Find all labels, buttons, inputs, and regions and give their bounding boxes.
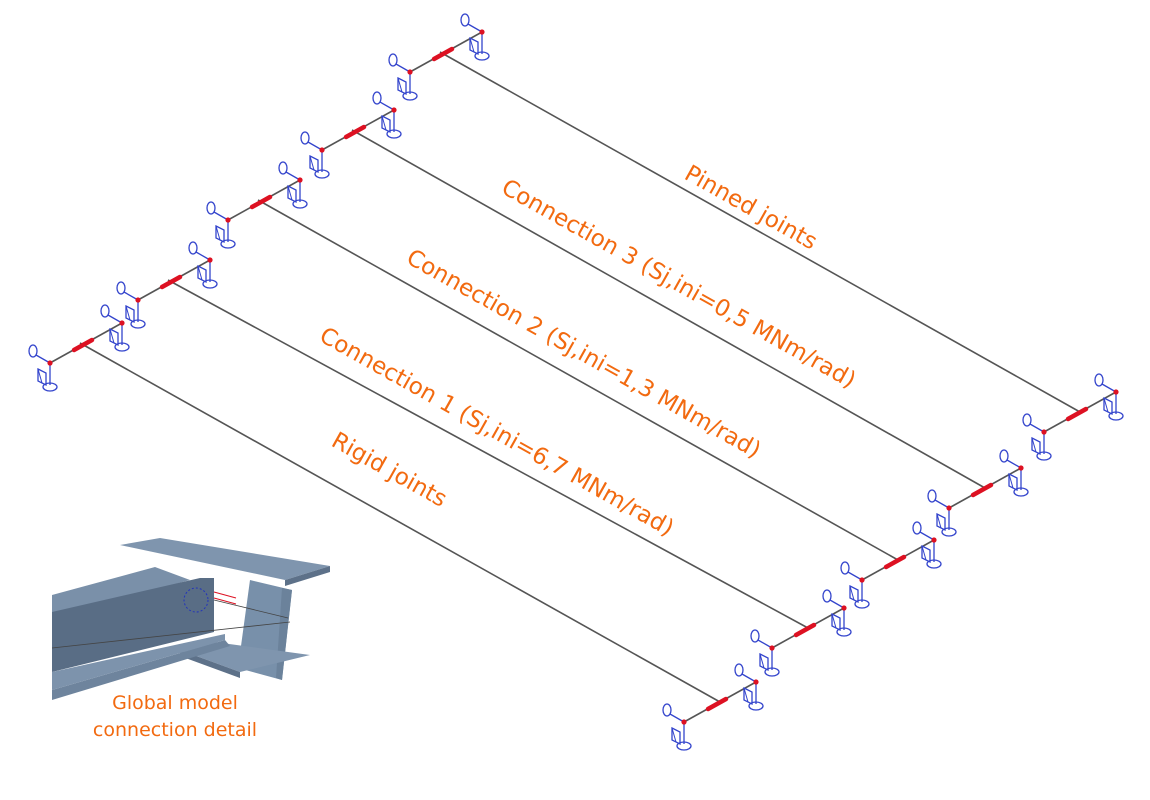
beam-label-connection-3: Connection 3 (Sj,ini=0,5 MNm/rad) — [497, 175, 860, 394]
detail-caption-line1: Global model — [112, 692, 238, 714]
beam-line — [79, 342, 721, 703]
end-support-icon — [751, 590, 851, 676]
start-support-icon — [389, 14, 489, 100]
beam-line — [439, 51, 1081, 413]
beam-label-pinned: Pinned joints — [680, 161, 821, 256]
beam-line — [351, 129, 986, 489]
start-support-icon — [301, 92, 401, 178]
start-support-icon — [29, 305, 129, 391]
beam-label-rigid: Rigid joints — [327, 428, 451, 513]
end-support-icon — [663, 664, 763, 750]
beam-pinned — [389, 14, 1123, 460]
end-support-icon — [928, 450, 1028, 536]
detail-caption: Global model connection detail — [60, 690, 290, 744]
start-support-icon — [207, 162, 307, 248]
end-support-icon — [841, 522, 941, 608]
beam-connection-3 — [301, 92, 1028, 536]
beam-line — [167, 279, 809, 629]
connection-detail-render — [51, 538, 330, 700]
beam-line — [257, 199, 899, 561]
beam-label-connection-1: Connection 1 (Sj,ini=6,7 MNm/rad) — [315, 323, 678, 542]
beam-connection-2 — [207, 162, 941, 608]
beam-connection-1 — [117, 242, 851, 676]
beam-label-connection-2: Connection 2 (Sj,ini=1,3 MNm/rad) — [402, 245, 765, 464]
end-support-icon — [1023, 374, 1123, 460]
start-support-icon — [117, 242, 217, 328]
detail-caption-line2: connection detail — [92, 719, 258, 741]
beam-rigid — [29, 305, 763, 750]
